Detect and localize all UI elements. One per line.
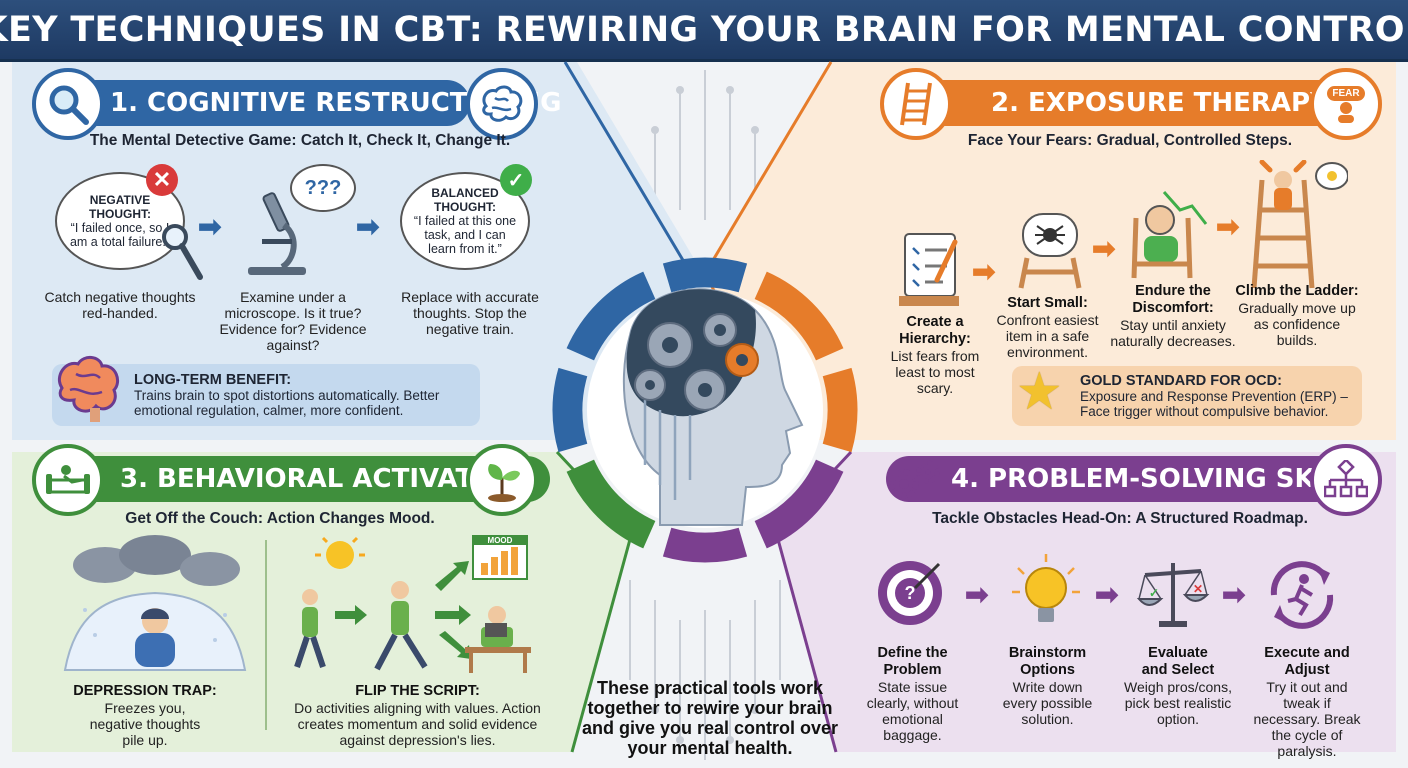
step-start-small: Start Small:Confront easiest item in a s… <box>996 295 1099 360</box>
negative-thought-label: NEGATIVE THOUGHT: <box>89 193 151 221</box>
flowchart-icon <box>1310 444 1382 516</box>
step-examine: Examine under a microscope. Is it true? … <box>219 289 367 353</box>
step-endure: Endure the Discomfort:Stay until anxiety… <box>1110 283 1236 349</box>
flip-the-script: FLIP THE SCRIPT:Do activities aligning w… <box>294 683 541 748</box>
red-x-icon: ✕ <box>146 164 178 196</box>
spider-icon <box>1018 213 1082 289</box>
mood-label: MOOD <box>487 536 513 545</box>
microscope-icon <box>248 192 306 275</box>
star-icon: ★ <box>1016 363 1063 421</box>
arrow-right-icon: ➡ <box>356 211 380 242</box>
arrow-right-icon: ➡ <box>1095 579 1119 610</box>
arrow-right-icon: ➡ <box>972 256 996 287</box>
step-hierarchy: Create a Hierarchy:List fears from least… <box>890 314 980 396</box>
arrow-right-icon: ➡ <box>1216 211 1240 242</box>
long-term-benefit-box: LONG-TERM BENEFIT: Trains brain to spot … <box>52 364 480 426</box>
arrow-right-icon: ➡ <box>965 579 989 610</box>
svg-text:✓: ✓ <box>1149 586 1159 600</box>
arrow-right-icon: ➡ <box>1092 233 1116 264</box>
svg-text:?: ? <box>905 583 916 603</box>
brain-color-icon <box>57 356 119 422</box>
ladder-icon <box>880 68 952 140</box>
gears-icon <box>884 458 944 507</box>
benefit-text: Trains brain to spot distortions automat… <box>134 387 440 418</box>
section1-header: 1. COGNITIVE RESTRUCTURING <box>40 80 561 126</box>
balanced-thought-text: “I failed at this one task, and I can le… <box>413 214 517 256</box>
step-climb: Climb the Ladder:Gradually move up as co… <box>1235 283 1359 348</box>
step-replace: Replace with accurate thoughts. Stop the… <box>401 289 539 337</box>
balanced-thought-label: BALANCED THOUGHT: <box>431 186 499 214</box>
fear-tag: FEAR <box>1327 85 1365 101</box>
section4-header: 4. PROBLEM-SOLVING SKILLS <box>886 456 1376 502</box>
step-catch: Catch negative thoughts red-handed. <box>44 289 196 321</box>
magnifier-icon <box>32 68 104 140</box>
climber-icon <box>1251 160 1348 289</box>
center-ring <box>552 257 858 563</box>
depression-trap: DEPRESSION TRAP:Freezes you, negative th… <box>73 683 217 748</box>
arrow-right-icon: ➡ <box>1222 579 1246 610</box>
divider <box>265 540 267 730</box>
arrow-right-icon: ➡ <box>198 211 222 242</box>
negative-thought-bubble: NEGATIVE THOUGHT: “I failed once, so I a… <box>55 172 185 270</box>
scales-icon: ✓✕ <box>1136 563 1210 627</box>
cycle-runner-icon <box>1270 561 1334 629</box>
checklist-icon <box>899 233 959 306</box>
negative-thought-text: “I failed once, so I am a total failure.… <box>69 221 171 249</box>
section3-subtitle: Get Off the Couch: Action Changes Mood. <box>125 510 435 527</box>
circuit-lines <box>626 70 784 760</box>
sprout-icon <box>466 444 538 516</box>
person-icon <box>1131 191 1208 279</box>
title-bar: KEY TECHNIQUES IN CBT: REWIRING YOUR BRA… <box>0 0 1408 62</box>
section2-header: 2. EXPOSURE THERAPY <box>906 80 1346 126</box>
couch-person-icon <box>32 444 104 516</box>
storm-cloud-icon <box>63 535 247 671</box>
section3-header: 3. BEHAVIORAL ACTIVATION <box>40 456 550 502</box>
question-cloud: ??? <box>290 164 356 212</box>
hand-magnifier-icon <box>162 224 203 280</box>
page-title: KEY TECHNIQUES IN CBT: REWIRING YOUR BRA… <box>0 9 1408 50</box>
svg-text:✕: ✕ <box>1193 582 1203 596</box>
brain-icon <box>466 68 538 140</box>
target-icon: ? <box>878 561 942 625</box>
section2-subtitle: Face Your Fears: Gradual, Controlled Ste… <box>967 132 1293 149</box>
gold-title: GOLD STANDARD FOR OCD: <box>1080 372 1282 389</box>
fear-bubble-icon: FEAR <box>1310 68 1382 140</box>
section1-subtitle: The Mental Detective Game: Catch It, Che… <box>89 132 511 149</box>
green-check-icon: ✓ <box>500 164 532 196</box>
lightbulb-icon <box>1012 554 1080 622</box>
activity-illustration <box>294 535 531 673</box>
gold-text: Exposure and Response Prevention (ERP) –… <box>1080 388 1348 419</box>
benefit-title: LONG-TERM BENEFIT: <box>134 371 292 388</box>
section4-subtitle: Tackle Obstacles Head-On: A Structured R… <box>932 510 1308 527</box>
gold-standard-box: GOLD STANDARD FOR OCD: Exposure and Resp… <box>1012 366 1362 426</box>
center-summary: These practical tools work together to r… <box>581 678 839 758</box>
